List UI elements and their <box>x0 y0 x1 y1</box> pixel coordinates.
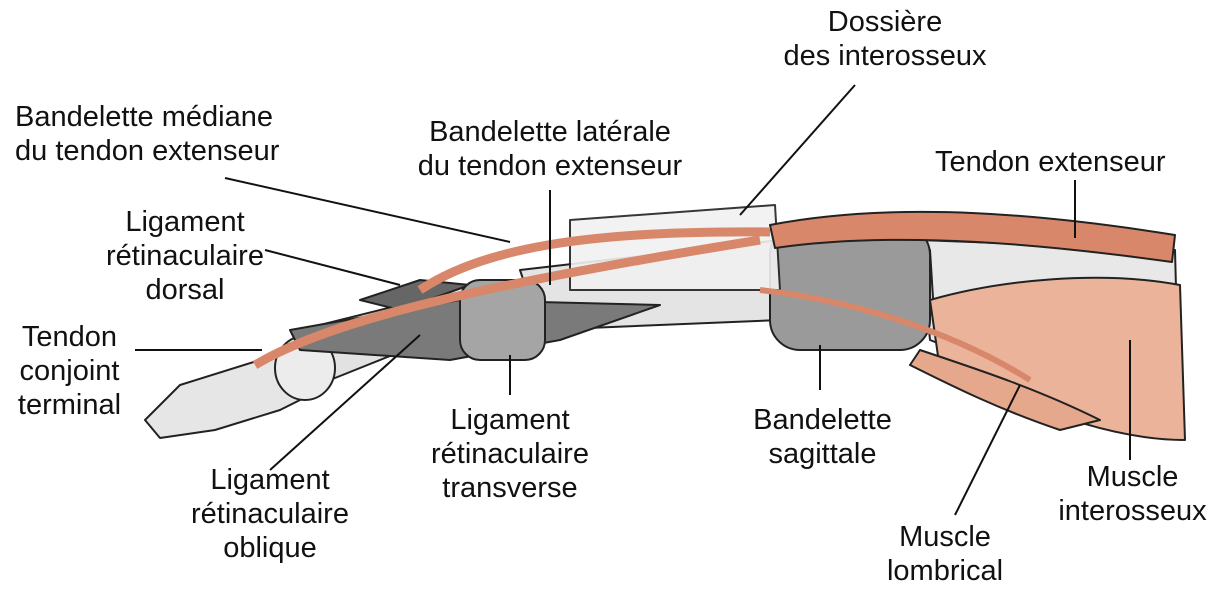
label-line: du tendon extenseur <box>417 150 683 182</box>
label-line: Muscle <box>1086 461 1179 493</box>
label-tendon-extenseur: Tendon extenseur <box>935 145 1166 179</box>
label-line: lombrical <box>886 555 1004 587</box>
lateral-band <box>252 235 761 369</box>
label-line: interosseux <box>1058 495 1207 527</box>
label-line: Bandelette <box>753 404 892 436</box>
label-line: Tendon extenseur <box>935 146 1166 178</box>
label-bandelette-mediane: Bandelette médiane du tendon extenseur <box>15 100 279 168</box>
label-muscle-interosseux: Muscle interosseux <box>1040 460 1225 528</box>
extensor-tendon <box>769 210 1176 263</box>
central-slip <box>417 227 771 294</box>
leader-lines <box>135 84 1131 516</box>
label-ligament-oblique: Ligament rétinaculaire oblique <box>175 463 365 565</box>
label-line: oblique <box>223 532 317 564</box>
transverse-ligament <box>459 279 546 361</box>
label-dossiere: Dossière des interosseux <box>770 5 1000 73</box>
label-ligament-dorsal: Ligament rétinaculaire dorsal <box>90 205 280 307</box>
label-line: Muscle <box>899 521 991 553</box>
label-line: Ligament <box>210 464 330 496</box>
interosseous-hood <box>569 204 781 291</box>
label-line: transverse <box>442 472 578 504</box>
label-muscle-lombrical: Muscle lombrical <box>870 520 1020 588</box>
label-bandelette-sagittale: Bandelette sagittale <box>740 403 905 471</box>
label-line: rétinaculaire <box>431 438 589 470</box>
lumbrical-muscle <box>909 349 1101 431</box>
label-line: Tendon <box>21 321 118 353</box>
label-line: des interosseux <box>783 40 987 72</box>
label-bandelette-laterale: Bandelette latérale du tendon extenseur <box>390 115 710 183</box>
label-line: Dossière <box>827 6 943 38</box>
lumbrical-tendon <box>759 287 1032 383</box>
label-line: terminal <box>17 389 122 421</box>
label-line: rétinaculaire <box>191 498 349 530</box>
label-line: Ligament <box>450 404 570 436</box>
label-line: Ligament <box>125 206 245 238</box>
label-tendon-conjoint: Tendon conjoint terminal <box>2 320 137 422</box>
label-line: rétinaculaire <box>106 240 264 272</box>
label-line: dorsal <box>145 274 225 306</box>
label-line: sagittale <box>768 438 877 470</box>
label-line: Bandelette médiane <box>15 101 273 133</box>
label-ligament-transverse: Ligament rétinaculaire transverse <box>415 403 605 505</box>
label-line: du tendon extenseur <box>15 135 280 167</box>
label-line: Bandelette latérale <box>429 116 671 148</box>
label-line: conjoint <box>19 355 120 387</box>
